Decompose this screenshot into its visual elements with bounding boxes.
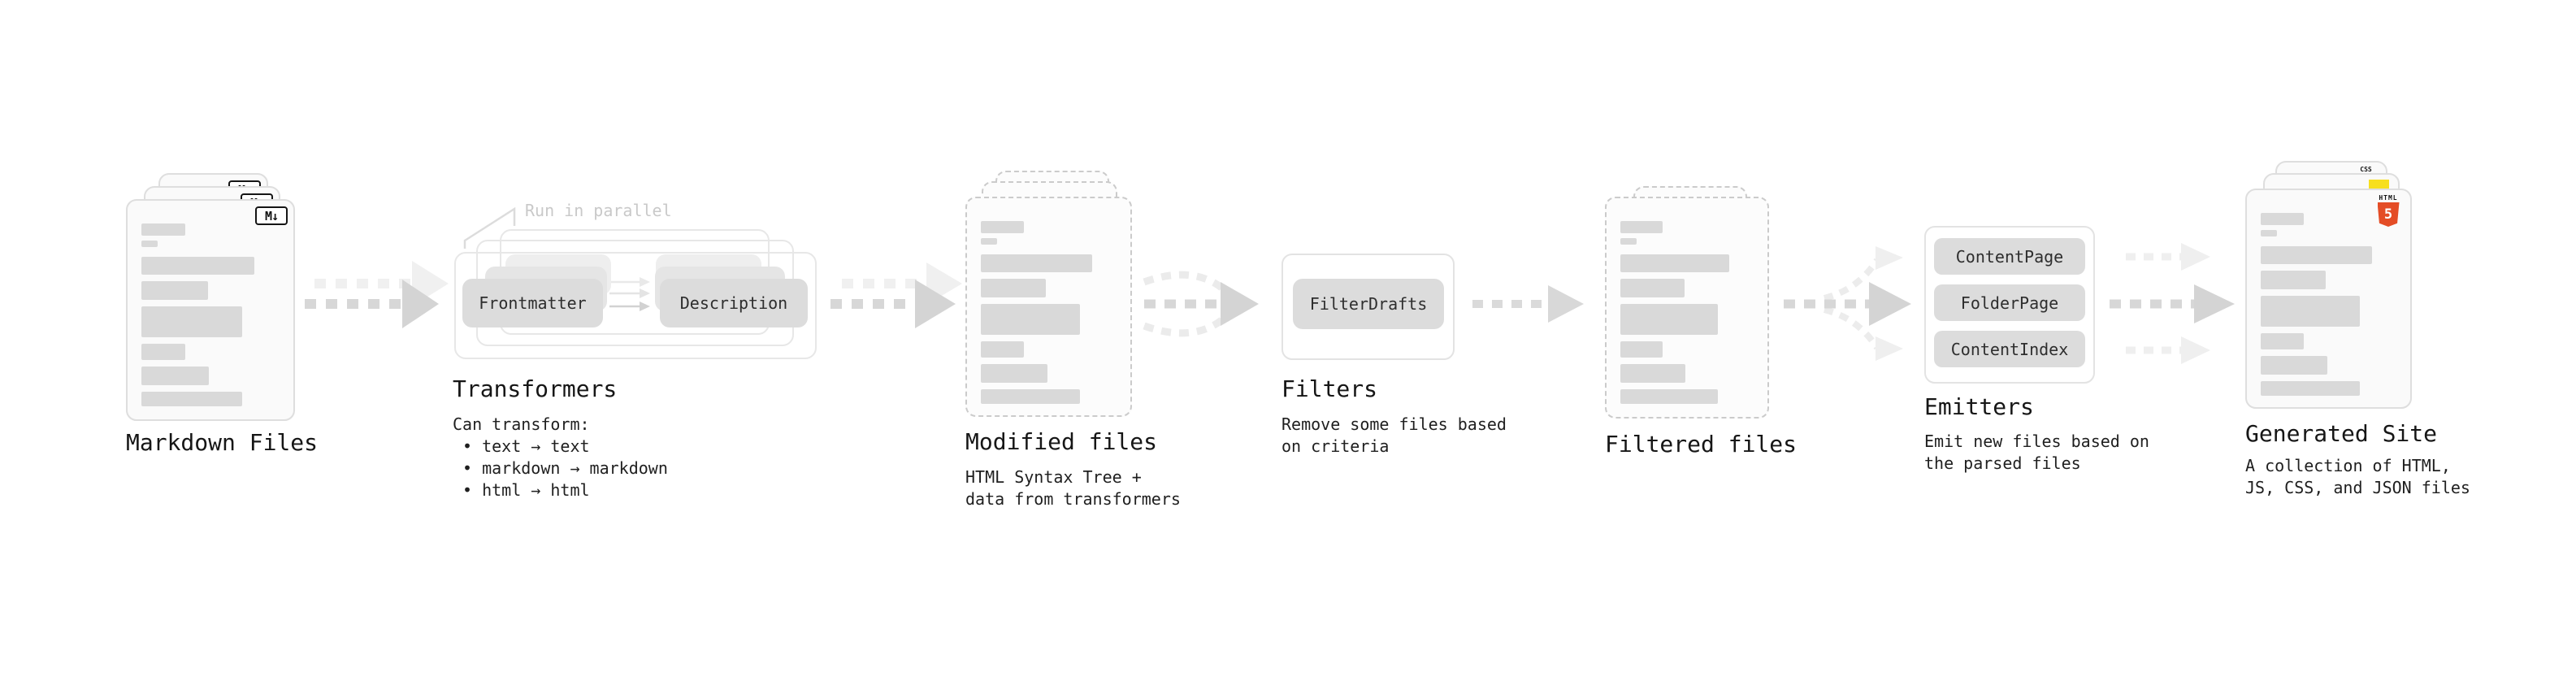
arrow-frontmatter-to-description — [609, 277, 650, 311]
arrow-modified-to-filters — [1143, 271, 1259, 337]
modified-file-card-front — [965, 197, 1132, 417]
generated-site-desc: A collection of HTML, — [2245, 456, 2451, 475]
placeholder-line — [141, 306, 243, 337]
placeholder-line — [981, 279, 1047, 297]
placeholder-line — [981, 341, 1025, 358]
placeholder-line — [2261, 356, 2327, 375]
placeholder-line — [2261, 213, 2305, 225]
placeholder-line — [1620, 364, 1686, 383]
contentpage-pill: ContentPage — [1934, 238, 2085, 275]
html5-icon-text: HTML — [2379, 194, 2398, 202]
placeholder-line — [981, 254, 1092, 272]
placeholder-line — [2261, 246, 2372, 264]
callout-line — [463, 206, 516, 249]
placeholder-line — [2261, 296, 2360, 327]
placeholder-line — [981, 304, 1080, 335]
markdown-file-card-front: M↓ — [126, 199, 295, 421]
filters-label: Filters — [1281, 375, 1378, 402]
javascript-icon — [2369, 180, 2389, 189]
emitters-desc: the parsed files — [1924, 453, 2081, 473]
placeholder-line — [141, 281, 208, 300]
placeholder-line — [981, 389, 1080, 404]
placeholder-line — [981, 364, 1047, 383]
folderpage-pill: FolderPage — [1934, 284, 2085, 321]
transformers-label: Transformers — [453, 375, 618, 402]
placeholder-line — [981, 238, 998, 245]
run-in-parallel-annotation: Run in parallel — [525, 201, 672, 220]
filtered-files-label: Filtered files — [1605, 431, 1798, 458]
arrow-transformers-to-modified — [830, 262, 962, 328]
placeholder-line — [1620, 254, 1730, 272]
filterdrafts-pill: FilterDrafts — [1293, 279, 1444, 329]
markdown-icon: M↓ — [255, 206, 288, 225]
placeholder-line — [141, 344, 186, 360]
generated-site-desc: JS, CSS, and JSON files — [2245, 478, 2470, 497]
placeholder-line — [2261, 230, 2278, 236]
filters-desc: on criteria — [1281, 436, 1390, 456]
placeholder-line — [1620, 238, 1637, 245]
placeholder-line — [2261, 381, 2360, 396]
transformers-bullet: • html → html — [462, 480, 590, 500]
css-icon-text: CSS — [2360, 166, 2372, 173]
placeholder-line — [1620, 389, 1718, 404]
placeholder-line — [1620, 221, 1663, 233]
document-placeholder-content — [128, 201, 293, 406]
placeholder-line — [141, 223, 186, 236]
filtered-file-card-front — [1605, 197, 1769, 419]
modified-files-label: Modified files — [965, 428, 1158, 455]
placeholder-line — [141, 392, 243, 406]
placeholder-line — [1620, 279, 1685, 297]
markdown-files-label: Markdown Files — [126, 429, 319, 456]
placeholder-line — [141, 241, 158, 247]
modified-files-desc: data from transformers — [965, 489, 1181, 509]
emitters-desc: Emit new files based on — [1924, 432, 2149, 451]
generated-file-card-html: HTML 5 — [2245, 189, 2412, 409]
arrow-markdown-to-transformers — [305, 261, 449, 328]
placeholder-line — [141, 257, 255, 275]
generated-site-label: Generated Site — [2245, 420, 2438, 447]
frontmatter-pill: Frontmatter — [462, 279, 603, 327]
placeholder-line — [141, 367, 210, 385]
transformers-desc-title: Can transform: — [453, 414, 590, 434]
html5-icon-number: 5 — [2383, 206, 2393, 223]
html5-icon-shield: 5 — [2377, 202, 2400, 227]
transformers-bullet: • text → text — [462, 436, 590, 456]
modified-files-desc: HTML Syntax Tree + — [965, 467, 1142, 487]
document-placeholder-content — [2247, 190, 2410, 396]
placeholder-line — [1620, 304, 1718, 335]
transformers-bullet: • markdown → markdown — [462, 458, 668, 478]
transformer-box-front — [454, 252, 817, 359]
placeholder-line — [2261, 271, 2327, 289]
arrow-filtered-to-emitters — [1784, 246, 1911, 361]
html5-icon: HTML 5 — [2374, 194, 2403, 227]
placeholder-line — [981, 221, 1025, 233]
placeholder-line — [1620, 341, 1663, 358]
document-placeholder-content — [967, 198, 1130, 404]
filters-desc: Remove some files based — [1281, 414, 1507, 434]
contentindex-pill: ContentIndex — [1934, 331, 2085, 367]
emitters-label: Emitters — [1924, 393, 2034, 420]
description-pill: Description — [660, 279, 808, 327]
arrow-emitters-to-generated — [2110, 243, 2235, 364]
arrow-filters-to-filtered — [1472, 285, 1584, 323]
placeholder-line — [2261, 333, 2305, 349]
document-placeholder-content — [1607, 198, 1767, 404]
